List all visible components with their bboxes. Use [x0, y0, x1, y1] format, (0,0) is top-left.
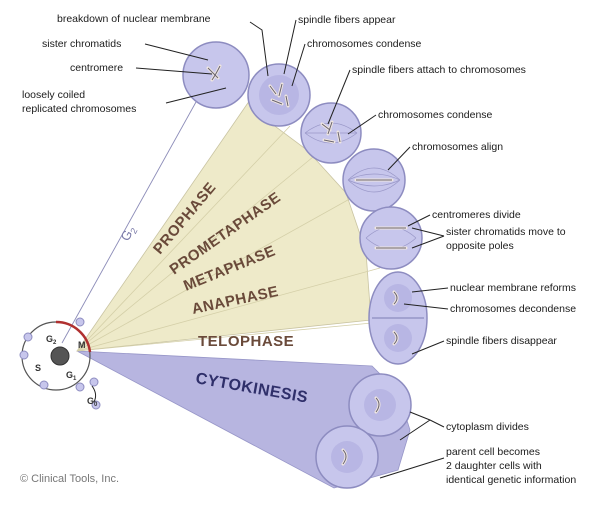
label-sister-chromatids: sister chromatids	[42, 38, 121, 50]
label-spindle-disappear: spindle fibers disappear	[446, 335, 557, 347]
cell-telophase	[368, 271, 428, 365]
divider-telophase	[76, 322, 373, 352]
phase-telophase: TELOPHASE	[198, 333, 294, 350]
label-spindle-appear: spindle fibers appear	[298, 14, 396, 26]
cycle-s: S	[35, 363, 41, 373]
cycle-m: M	[78, 340, 86, 350]
label-nuclear-reforms: nuclear membrane reforms	[450, 282, 576, 294]
cell-interphase	[182, 41, 250, 109]
g2-line	[61, 101, 197, 344]
divider-prometaphase	[76, 142, 331, 352]
cell-anaphase	[359, 206, 423, 270]
divider-anaphase	[76, 267, 381, 352]
interphase-nucleus	[50, 346, 70, 366]
label-sister-move-2: opposite poles	[446, 240, 514, 252]
label-parent-1: parent cell becomes	[446, 446, 540, 458]
g2-big-label: G2	[117, 223, 139, 244]
label-loosely-coiled-1: loosely coiled	[22, 89, 85, 101]
label-breakdown: breakdown of nuclear membrane	[57, 13, 211, 25]
divider-metaphase	[76, 195, 356, 352]
cycle-g2: G2	[46, 334, 57, 346]
cell-prophase	[247, 63, 311, 127]
label-spindle-attach: spindle fibers attach to chromosomes	[352, 64, 526, 76]
credit-text: © Clinical Tools, Inc.	[20, 473, 119, 485]
cycle-g1: G1	[66, 370, 77, 382]
divider-prophase	[76, 125, 291, 352]
cell-prometaphase	[300, 102, 362, 164]
cycle-g0: G0	[87, 396, 98, 408]
label-sister-move-1: sister chromatids move to	[446, 226, 566, 238]
label-chromosomes-condense-1: chromosomes condense	[307, 38, 422, 50]
label-chromosomes-decondense: chromosomes decondense	[450, 303, 576, 315]
cell-cycle-wheel: G2 M S G1 G0	[19, 317, 101, 410]
cell-metaphase	[342, 148, 406, 212]
label-centromeres-divide: centromeres divide	[432, 209, 521, 221]
label-centromere: centromere	[70, 62, 123, 74]
cell-daughter-bottom	[315, 425, 379, 489]
label-parent-2: 2 daughter cells with	[446, 460, 542, 472]
label-chromosomes-condense-2: chromosomes condense	[378, 109, 493, 121]
label-loosely-coiled-2: replicated chromosomes	[22, 103, 136, 115]
label-chromosomes-align: chromosomes align	[412, 141, 503, 153]
cell-daughter-top	[348, 373, 412, 437]
label-parent-3: identical genetic information	[446, 474, 576, 486]
label-cytoplasm-divides: cytoplasm divides	[446, 421, 529, 433]
